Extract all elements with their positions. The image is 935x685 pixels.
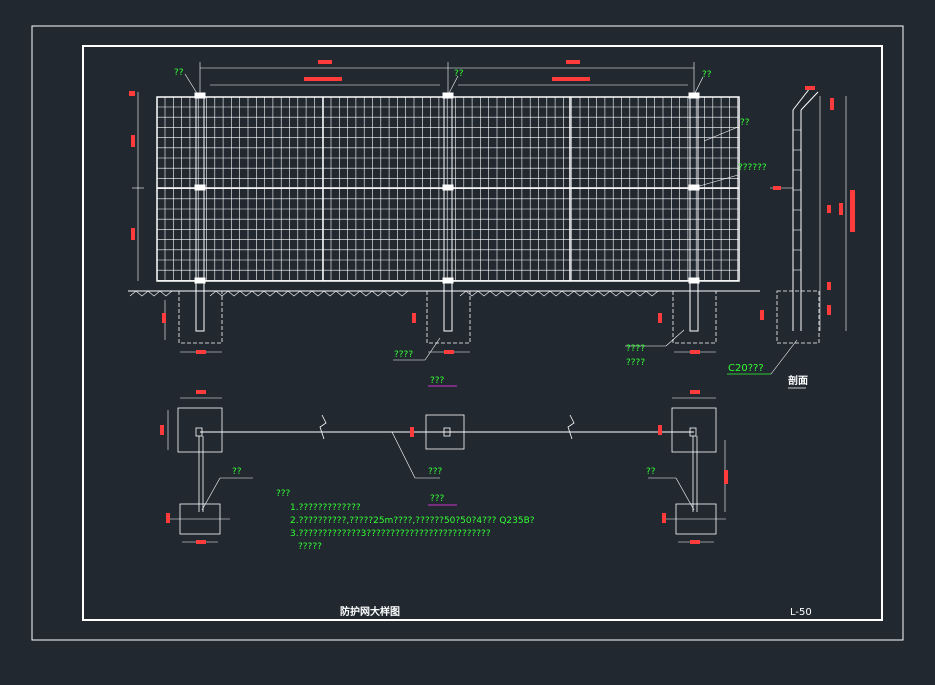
concrete-label: C20??? <box>728 363 764 374</box>
center-post-label: ??? <box>428 467 443 477</box>
note-line: 2.??????????,?????25m????,??????50?50?4?… <box>290 516 535 526</box>
section-view <box>727 87 847 389</box>
section-label: 剖面 <box>788 374 808 387</box>
plan-post-right-label: ?? <box>646 467 656 477</box>
drawing-number: L-50 <box>790 607 812 618</box>
fence-elevation <box>128 62 760 361</box>
outer-border <box>31 25 904 641</box>
post-label-left: ?? <box>174 68 184 78</box>
mesh-frame-label: ?????? <box>738 163 767 173</box>
notes: 1.????????????? 2.??????????,?????25m???… <box>290 503 535 552</box>
dimension-marks <box>129 60 855 544</box>
footing-label-left: ???? <box>394 350 413 360</box>
note-line: 1.????????????? <box>290 503 361 513</box>
plan-post-left-label: ?? <box>232 467 242 477</box>
notes-heading: ??? <box>276 489 291 499</box>
notes-title: ??? <box>430 494 445 504</box>
inner-border <box>82 45 883 621</box>
footing-label-right-1: ???? <box>626 344 645 354</box>
plan-title: ??? <box>430 376 445 386</box>
note-line: ????? <box>298 542 322 552</box>
drawing-title: 防护网大样图 <box>340 605 400 618</box>
plan-view <box>167 397 726 543</box>
mesh-label: ?? <box>740 118 750 128</box>
note-line: 3.?????????????3????????????????????????… <box>290 529 491 539</box>
post-label-mid: ?? <box>454 69 464 79</box>
footing-label-right-2: ???? <box>626 358 645 368</box>
post-label-right: ?? <box>702 70 712 80</box>
